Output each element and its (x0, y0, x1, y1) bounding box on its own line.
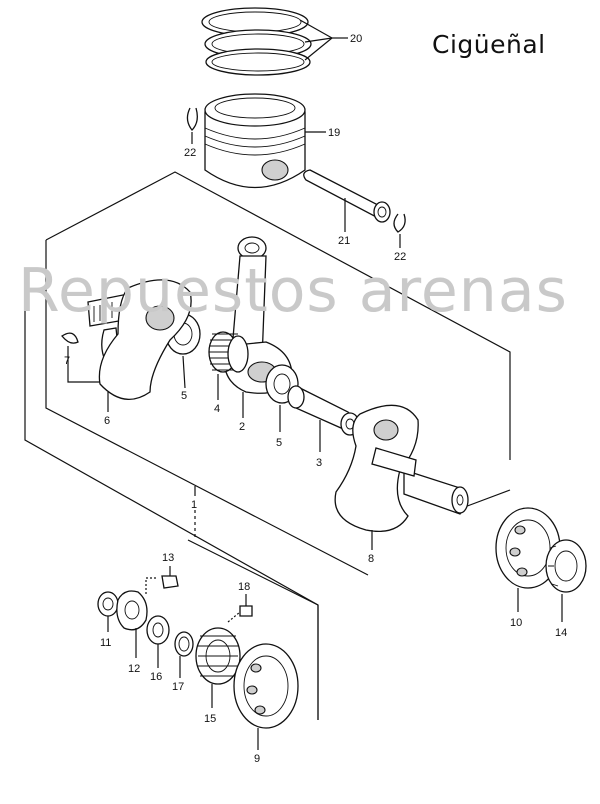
watermark-text: Repuestos arenas (18, 256, 568, 326)
needle-bearing (208, 331, 249, 400)
right-crank-web (334, 404, 469, 550)
callout-21: 21 (338, 235, 350, 247)
callout-14: 14 (555, 627, 567, 639)
callout-10: 10 (510, 617, 522, 629)
piston-rings (201, 7, 348, 76)
piston (204, 93, 326, 189)
callout-20: 20 (350, 33, 362, 45)
callout-4: 4 (214, 403, 220, 415)
diagram-title: Cigüeñal (432, 30, 546, 59)
lock-nut (545, 539, 587, 622)
left-crank-web (87, 279, 192, 412)
primary-drive-gear (195, 627, 241, 708)
circlips (186, 107, 406, 248)
callout-18: 18 (238, 581, 250, 593)
callout-1: 1 (191, 499, 197, 511)
retainer-plate (116, 590, 148, 658)
woodruff-key (61, 332, 100, 383)
callout-16: 16 (150, 671, 162, 683)
callout-15: 15 (204, 713, 216, 725)
callout-3: 3 (316, 457, 322, 469)
crank-pin (287, 385, 360, 452)
callout-22a: 22 (184, 147, 196, 159)
callout-13: 13 (162, 552, 174, 564)
callout-6: 6 (104, 415, 110, 427)
callout-8: 8 (368, 553, 374, 565)
callout-5a: 5 (181, 390, 187, 402)
callout-12: 12 (128, 663, 140, 675)
callout-22b: 22 (394, 251, 406, 263)
callout-7: 7 (64, 355, 70, 367)
main-bearing-left (233, 643, 299, 750)
crankshaft-assembly-frame (24, 171, 511, 720)
callout-2: 2 (239, 421, 245, 433)
spacer-collar (146, 615, 170, 668)
shim-washer (174, 631, 194, 678)
oil-seal (97, 591, 119, 632)
piston-pin (303, 169, 391, 232)
callout-9: 9 (254, 753, 260, 765)
bolt (145, 566, 179, 596)
callout-17: 17 (172, 681, 184, 693)
callout-19: 19 (328, 127, 340, 139)
callout-11: 11 (100, 637, 111, 649)
small-bolt (227, 594, 253, 623)
lower-assembly-frame (187, 539, 319, 720)
callout-labels: 1 2 3 4 5 5 6 7 8 9 10 11 12 13 14 15 16… (64, 33, 567, 765)
callout-5b: 5 (276, 437, 282, 449)
